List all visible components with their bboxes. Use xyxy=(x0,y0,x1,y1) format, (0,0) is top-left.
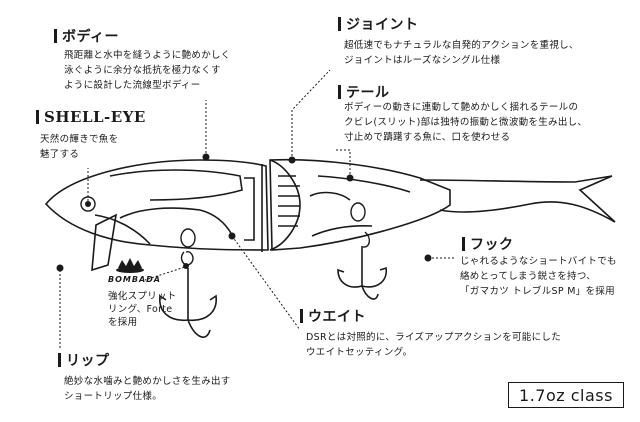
lure-rear-body xyxy=(269,158,451,251)
split-ring-rear xyxy=(362,231,370,248)
bombada-logo-icon xyxy=(116,258,144,273)
treble-hook-rear-icon xyxy=(337,246,387,300)
leader-split xyxy=(144,265,189,281)
heading-hook: フック xyxy=(462,234,514,254)
heading-tail: テール xyxy=(338,82,390,102)
desc-shell-eye: 天然の輝きで魚を 魅了する xyxy=(40,134,119,160)
heading-shell-eye: SHELL-EYE xyxy=(36,108,146,126)
heading-lip: リップ xyxy=(58,350,110,370)
leader-tail xyxy=(335,149,351,178)
desc-lip: 絶妙な水噛みと艶めかしさを生み出す ショートリップ仕様。 xyxy=(64,376,231,402)
class-badge: 1.7oz class xyxy=(508,382,624,408)
desc-joint: 超低速でもナチュラルな自発的アクションを重視し、 ジョイントはルーズなシングル仕… xyxy=(344,40,579,66)
desc-weight: DSRとは対照的に、ライズアップアクションを可能にした ウエイトセッティング。 xyxy=(306,332,562,358)
lure-tail xyxy=(419,175,616,223)
heading-weight: ウエイト xyxy=(300,306,366,326)
shell-eye-icon xyxy=(80,196,96,212)
belly-eyelet-rear xyxy=(350,202,366,222)
desc-tail: ボディーの動きに連動して艶めかしく揺れるテールの クビレ(スリット)部は独特の振… xyxy=(344,102,588,143)
bombada-logo-text: BOMBADA xyxy=(108,275,161,284)
heading-body: ボディー xyxy=(54,26,119,46)
desc-split-ring: 強化スプリット リング、Forte を採用 xyxy=(108,291,177,328)
heading-joint: ジョイント xyxy=(338,14,419,34)
lure-lip xyxy=(91,213,118,272)
split-ring-front xyxy=(180,251,194,266)
leader-joint xyxy=(291,69,331,160)
desc-hook: じゃれるようなショートバイトでも 絡めとってしまう鋭さを持つ、 「ガマカツ トレ… xyxy=(460,256,617,297)
treble-hook-front-icon xyxy=(159,268,217,338)
belly-eyelet-front xyxy=(180,228,196,248)
desc-body: 飛距離と水中を縫うように艶めかしく 泳ぐように余分な抵抗を極力なくす ように設計… xyxy=(64,50,231,91)
lure-front-body xyxy=(44,159,269,251)
leader-weight xyxy=(231,235,301,331)
